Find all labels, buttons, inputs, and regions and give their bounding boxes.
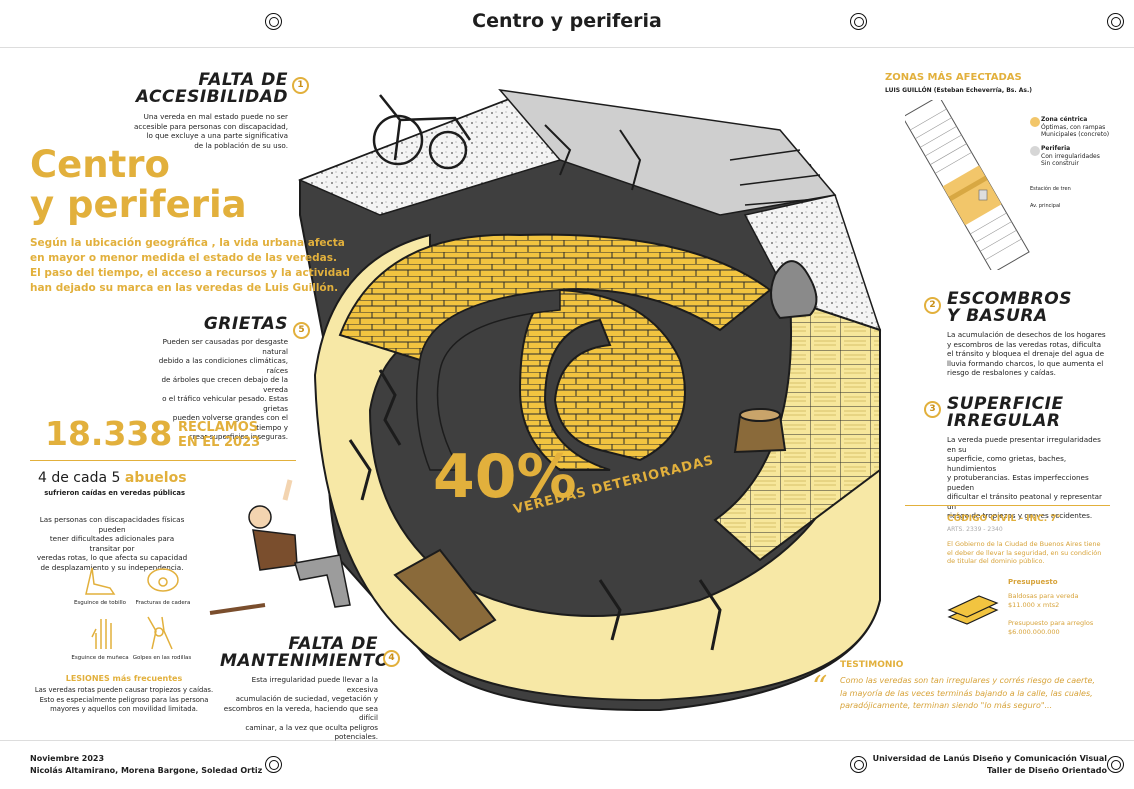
page-title: Centro y periferia <box>472 10 662 32</box>
law-articles: ARTS. 2339 - 2340 <box>947 526 1003 533</box>
section-debris: ESCOMBROS Y BASURA La acumulación de des… <box>947 289 1106 378</box>
registration-mark-icon <box>850 13 867 30</box>
section-accessibility: FALTA DE ACCESIBILIDAD Una vereda en mal… <box>134 70 288 150</box>
injury-label: Esguince de muñeca <box>71 655 129 661</box>
footer-right: Universidad de Lanús Diseño y Comunicaci… <box>872 754 1107 775</box>
footer-left: Noviembre 2023 Nicolás Altamirano, Moren… <box>30 754 263 775</box>
content-frame <box>0 47 1134 741</box>
falling-elder-figure <box>209 479 351 615</box>
wheelchair-icon <box>372 94 472 170</box>
section-cracks: GRIETAS Pueden ser causadas por desgaste… <box>158 314 288 442</box>
divider <box>30 460 296 461</box>
injury-label: Fracturas de cadera <box>135 600 191 606</box>
legend-periphery: Periferia Con irregularidades Sin constr… <box>1041 145 1100 167</box>
map-label-avenue: Av. principal <box>1030 203 1061 209</box>
tree-stump-icon <box>733 408 787 454</box>
zones-title: ZONAS MÁS AFECTADAS <box>885 72 1022 83</box>
legend-center: Zona céntrica Óptimas, con rampas Munici… <box>1041 116 1110 138</box>
registration-mark-icon <box>265 756 282 773</box>
legend-swatch <box>1030 117 1040 127</box>
section-number-badge: 4 <box>383 650 400 667</box>
injury-item <box>145 566 181 600</box>
registration-mark-icon <box>265 13 282 30</box>
law-title: CÓDIGO CIVIL - INC. 7° <box>947 514 1062 524</box>
testimony-title: TESTIMONIO <box>840 660 904 670</box>
section-number-badge: 5 <box>293 322 310 339</box>
tiles-stack-icon <box>947 595 999 625</box>
quote-mark-icon: “ <box>812 670 828 705</box>
map-label-station: Estación de tren <box>1030 186 1071 192</box>
claims-label: RECLAMOS EN EL 2023 <box>178 420 261 450</box>
section-number-badge: 2 <box>924 297 941 314</box>
hip-bone-icon <box>147 568 179 592</box>
injuries-title: LESIONES más frecuentes <box>65 674 183 683</box>
garbage-bag-icon <box>770 260 818 320</box>
percent-value: 40% <box>433 442 577 512</box>
registration-mark-icon <box>1107 13 1124 30</box>
zones-subtitle: LUIS GUILLÓN (Esteban Echeverría, Bs. As… <box>885 87 1032 94</box>
spiral-sidewalk-illustration <box>298 88 882 712</box>
hero-intro: Según la ubicación geográfica , la vida … <box>30 237 350 294</box>
injuries-body: Las veredas rotas pueden causar tropiezo… <box>34 686 214 713</box>
registration-mark-icon <box>850 756 867 773</box>
disability-text: Las personas con discapacidades físicas … <box>36 515 188 572</box>
law-body: El Gobierno de la Ciudad de Buenos Aires… <box>947 540 1102 565</box>
hero-title-line2: y periferia <box>30 183 247 226</box>
elders-sub: sufrieron caídas en veredas públicas <box>44 489 185 497</box>
budget-item: Presupuesto para arreglos $6.000.000.000 <box>1008 619 1094 636</box>
broken-slab-icon <box>393 548 497 642</box>
injury-item <box>88 615 118 655</box>
legend-swatch <box>1030 146 1040 156</box>
budget-title: Presupuesto <box>1008 578 1058 586</box>
wrist-bone-icon <box>91 619 112 649</box>
injury-item <box>142 615 178 655</box>
divider <box>905 505 1110 506</box>
section-irregular: SUPERFICIE IRREGULAR La vereda puede pre… <box>947 394 1103 521</box>
ankle-bone-icon <box>85 567 116 595</box>
hero-title-line1: Centro <box>30 143 170 186</box>
section-number-badge: 1 <box>292 77 309 94</box>
elders-stat: 4 de cada 5 abuelos <box>38 470 187 486</box>
registration-mark-icon <box>1107 756 1124 773</box>
budget-item: Baldosas para vereda $11.000 x mts2 <box>1008 592 1079 609</box>
injury-label: Golpes en las rodillas <box>132 655 192 661</box>
section-maintenance: FALTA DE MANTENIMIENTO Esta irregularida… <box>220 634 390 742</box>
section-number-badge: 3 <box>924 401 941 418</box>
injury-item <box>80 566 120 600</box>
zones-map <box>905 100 1030 270</box>
testimony-text: Como las veredas son tan irregulares y c… <box>840 676 1095 710</box>
claims-number: 18.338 <box>45 414 173 453</box>
injury-label: Esguince de tobillo <box>73 600 127 606</box>
knee-bone-icon <box>147 616 173 650</box>
